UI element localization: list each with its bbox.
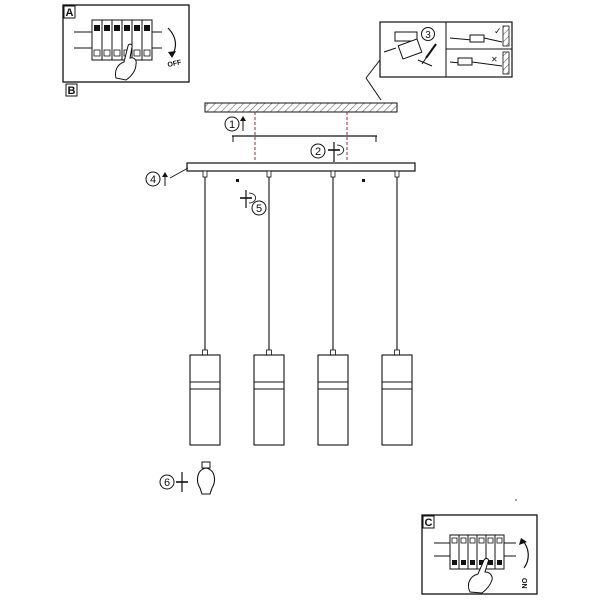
screwdriver-icon (176, 472, 188, 492)
screw-marks (236, 179, 365, 182)
panel-c-letter: C (425, 517, 433, 529)
breaker-row (91, 19, 153, 61)
cord-grip (266, 170, 272, 178)
panel-b-marker: B (65, 83, 78, 97)
cord-grip (202, 170, 208, 178)
screwdriver-icon (240, 190, 257, 208)
pendant-1 (189, 170, 221, 446)
wiring-detail-inset: 3 ✓ ✕ (365, 21, 513, 101)
mounting-bracket (232, 135, 377, 142)
curved-arrow-down-icon (167, 27, 177, 58)
canopy-bar (186, 162, 416, 172)
step-4-callout: 4 (145, 167, 189, 187)
step-4-number: 4 (150, 174, 156, 186)
screwdriver-icon (421, 43, 437, 65)
step-6-number: 6 (164, 477, 170, 489)
cord-clamp (202, 349, 208, 356)
step-3-number: 3 (425, 30, 431, 41)
correct-mark: ✓ (494, 26, 502, 36)
step-1-number: 1 (229, 119, 235, 131)
pendant-shades (189, 170, 413, 446)
panel-b-letter: B (68, 85, 76, 97)
cord-grip (330, 170, 336, 178)
shade-body (189, 354, 221, 446)
cable-correct-icon (449, 25, 510, 47)
shade-body (381, 354, 413, 446)
up-arrow-icon (240, 116, 246, 131)
switch-off-label: OFF (167, 59, 183, 69)
bulb-icon (196, 461, 216, 495)
step-5-callout: 5 (240, 190, 267, 216)
step-5-number: 5 (256, 203, 262, 215)
cord-grip (394, 170, 400, 178)
pendant-2 (253, 170, 285, 446)
cord-clamp (330, 349, 336, 356)
step-2-callout: 2 (310, 142, 345, 162)
pendant-4 (381, 170, 413, 446)
switch-on-label: ON (520, 578, 527, 589)
hand-icon (115, 43, 137, 81)
hand-icon (467, 558, 493, 594)
shade-body (317, 354, 349, 446)
cord-clamp (266, 349, 272, 356)
screw-guide-lines (254, 112, 348, 162)
cord-clamp (394, 349, 400, 356)
shade-body (253, 354, 285, 446)
cable-incorrect-icon (449, 51, 510, 75)
screwdriver-icon (328, 142, 345, 162)
wrong-mark: ✕ (491, 55, 498, 64)
step-2-number: 2 (315, 146, 321, 158)
step-6-callout: 6 (159, 461, 216, 495)
up-arrow-icon (162, 172, 168, 186)
panel-c-breaker-on: C ON (421, 514, 538, 595)
ceiling (204, 102, 398, 113)
panel-a-letter: A (66, 7, 74, 19)
breaker-row (449, 534, 505, 570)
step-1-callout: 1 (224, 116, 246, 132)
curved-arrow-up-icon (519, 538, 529, 569)
terminal-block-icon (383, 31, 433, 67)
panel-a-breaker-off: A OF (62, 4, 190, 83)
pendant-3 (317, 170, 349, 446)
